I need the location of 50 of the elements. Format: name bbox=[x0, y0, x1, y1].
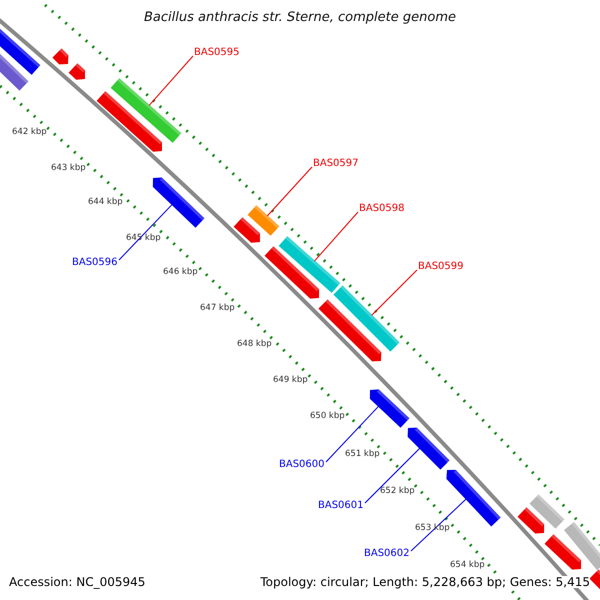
tick-label: 646 kbp bbox=[163, 268, 198, 276]
gene-feature bbox=[518, 507, 544, 534]
gene-feature bbox=[264, 246, 320, 299]
tick-label: 643 kbp bbox=[51, 164, 86, 172]
gene-label: BAS0600 bbox=[279, 460, 324, 470]
tick-label: 653 kbp bbox=[415, 524, 450, 532]
gene-feature bbox=[234, 217, 260, 243]
gene-bar bbox=[0, 28, 40, 75]
tick-label: 650 kbp bbox=[310, 412, 345, 420]
gene-label: BAS0601 bbox=[318, 501, 364, 511]
gene-bar bbox=[110, 78, 182, 143]
gene-label: BAS0596 bbox=[72, 258, 118, 268]
tick-label: 649 kbp bbox=[273, 376, 308, 384]
gene-bar bbox=[248, 205, 280, 236]
gene-label: BAS0597 bbox=[313, 159, 358, 169]
gene-feature bbox=[68, 63, 85, 80]
leader-line bbox=[266, 166, 312, 216]
tick-label: 651 kbp bbox=[345, 450, 380, 458]
gene-feature bbox=[370, 389, 410, 428]
gene-bar bbox=[530, 494, 564, 529]
gene-label: BAS0598 bbox=[359, 204, 404, 214]
gene-label: BAS0599 bbox=[418, 262, 464, 272]
leader-line bbox=[148, 56, 194, 106]
tick-label: 647 kbp bbox=[200, 304, 235, 312]
tick-label: 644 kbp bbox=[88, 198, 123, 206]
leader-line bbox=[118, 204, 173, 260]
tick-label: 642 kbp bbox=[12, 128, 47, 136]
title: Bacillus anthracis str. Sterne, complete genome bbox=[143, 11, 457, 24]
leader-line bbox=[326, 406, 380, 462]
leader-line bbox=[364, 448, 420, 504]
tick-label: 648 kbp bbox=[237, 340, 272, 348]
gene-feature bbox=[544, 534, 582, 570]
leader-line bbox=[410, 498, 467, 552]
accession-text: Accession: NC_005945 bbox=[9, 576, 146, 588]
gene-feature bbox=[52, 48, 68, 64]
gene-bar bbox=[0, 53, 29, 91]
gene-feature bbox=[96, 91, 162, 152]
tick-label: 652 kbp bbox=[380, 487, 415, 496]
gene-label: BAS0595 bbox=[194, 48, 240, 58]
gene-feature bbox=[152, 177, 204, 228]
genome-stats-text: Topology: circular; Length: 5,228,663 bp; Genes: 5,415 bbox=[260, 576, 590, 588]
tick-label: 654 kbp bbox=[450, 561, 485, 570]
gene-label: BAS0602 bbox=[364, 549, 410, 559]
gene-feature bbox=[408, 428, 450, 470]
leader-line bbox=[371, 270, 418, 316]
leader-line bbox=[314, 212, 358, 262]
gene-bar bbox=[333, 285, 400, 352]
gene-bar bbox=[564, 522, 600, 570]
gene-bar bbox=[278, 236, 340, 293]
gene-feature bbox=[318, 299, 382, 362]
